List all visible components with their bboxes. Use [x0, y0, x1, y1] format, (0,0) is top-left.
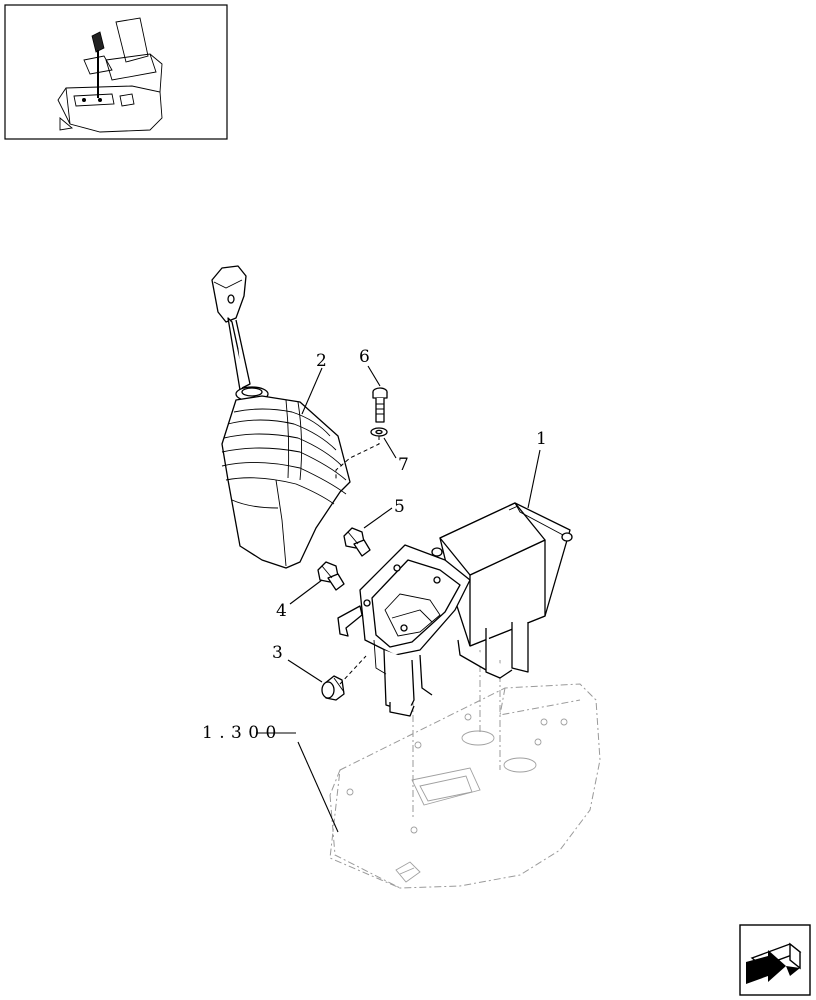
callout-5: 5: [394, 497, 405, 517]
callout-6: 6: [359, 347, 370, 367]
console-bracket-part-1[interactable]: [337, 502, 573, 717]
callout-4: 4: [276, 601, 287, 621]
reference-label: 1 . 3 0 0: [202, 723, 277, 743]
fitting-part-5[interactable]: [343, 527, 371, 557]
callout-labels: 1 2 3 4 5 6 7: [272, 347, 547, 663]
next-page-arrow-icon[interactable]: [739, 924, 811, 996]
reference-label-group[interactable]: 1 . 3 0 0: [202, 723, 296, 743]
floor-plate-reference-outline: [329, 650, 601, 889]
bolt-part-6[interactable]: [372, 387, 388, 423]
locator-thumbnail[interactable]: [4, 4, 228, 140]
callout-1: 1: [536, 429, 547, 449]
callout-7: 7: [398, 455, 409, 475]
machine-overview-thumbnail: [57, 17, 163, 133]
callout-2: 2: [316, 351, 327, 371]
washer-part-7[interactable]: [335, 427, 388, 480]
leader-lines: [287, 365, 541, 833]
knob-part-3[interactable]: [321, 655, 367, 701]
fitting-part-4[interactable]: [317, 561, 345, 591]
joystick-lever-part-2[interactable]: [211, 265, 351, 569]
callout-3: 3: [272, 643, 283, 663]
